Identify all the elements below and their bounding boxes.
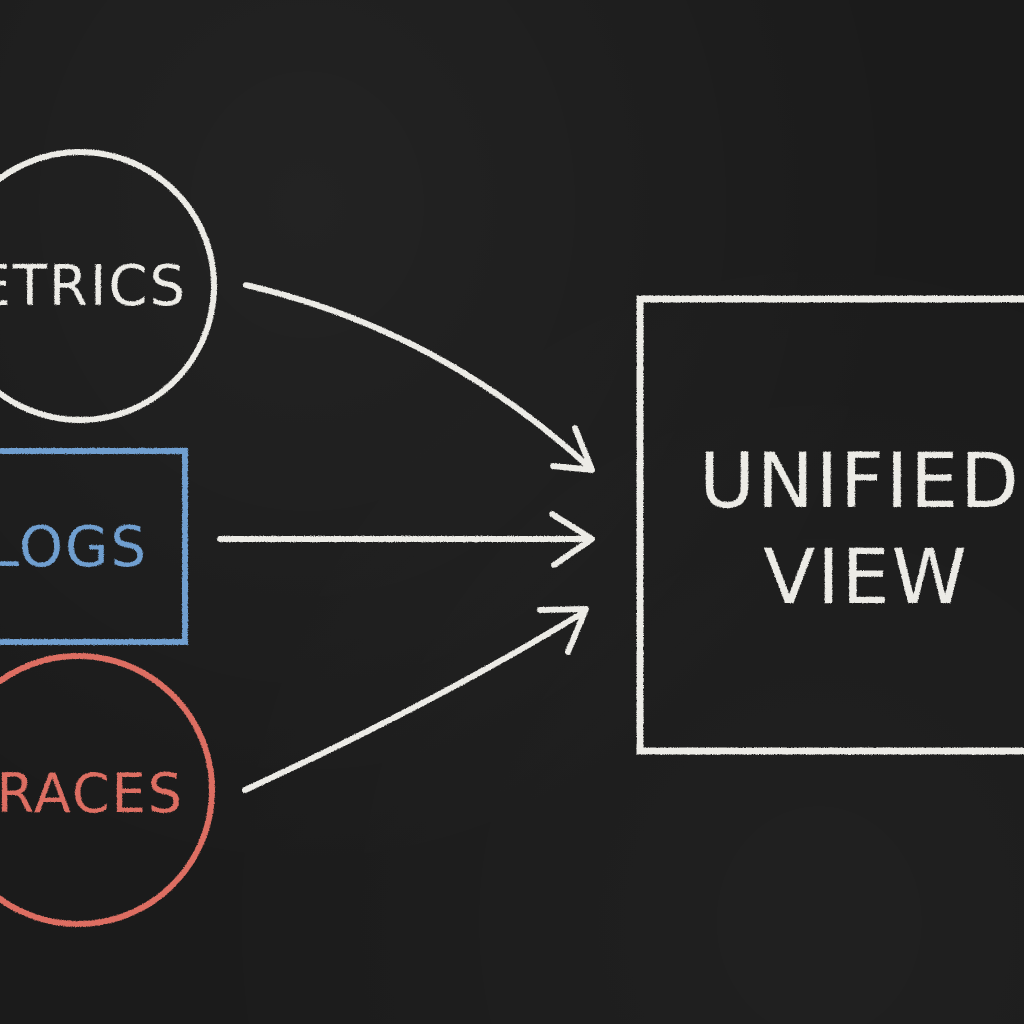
arrow-traces-shaft xyxy=(242,609,587,793)
arrow-metrics-head xyxy=(550,425,595,473)
traces-circle xyxy=(0,653,215,927)
metrics-node: METRICS xyxy=(0,149,217,423)
arrow-metrics-shaft xyxy=(243,282,593,471)
traces-node: TRACES xyxy=(0,653,215,927)
arrow-metrics-to-target xyxy=(243,282,595,473)
arrow-logs-head xyxy=(549,511,595,568)
logs-node: LOGS xyxy=(0,448,188,645)
metrics-circle xyxy=(0,149,217,423)
unified-view-label-line2: VIEW xyxy=(763,532,969,621)
unified-view-node: UNIFIED VIEW xyxy=(636,295,1024,755)
metrics-label: METRICS xyxy=(0,254,187,319)
logs-label: LOGS xyxy=(0,515,148,580)
arrow-logs-to-target xyxy=(217,511,595,568)
arrow-traces-to-target xyxy=(242,606,589,793)
unified-view-box xyxy=(636,295,1024,755)
logs-box xyxy=(0,448,188,645)
unified-view-label-line1: UNIFIED xyxy=(699,436,1021,525)
traces-label: TRACES xyxy=(0,762,184,825)
arrows xyxy=(217,282,595,793)
arrow-traces-head xyxy=(537,606,589,655)
